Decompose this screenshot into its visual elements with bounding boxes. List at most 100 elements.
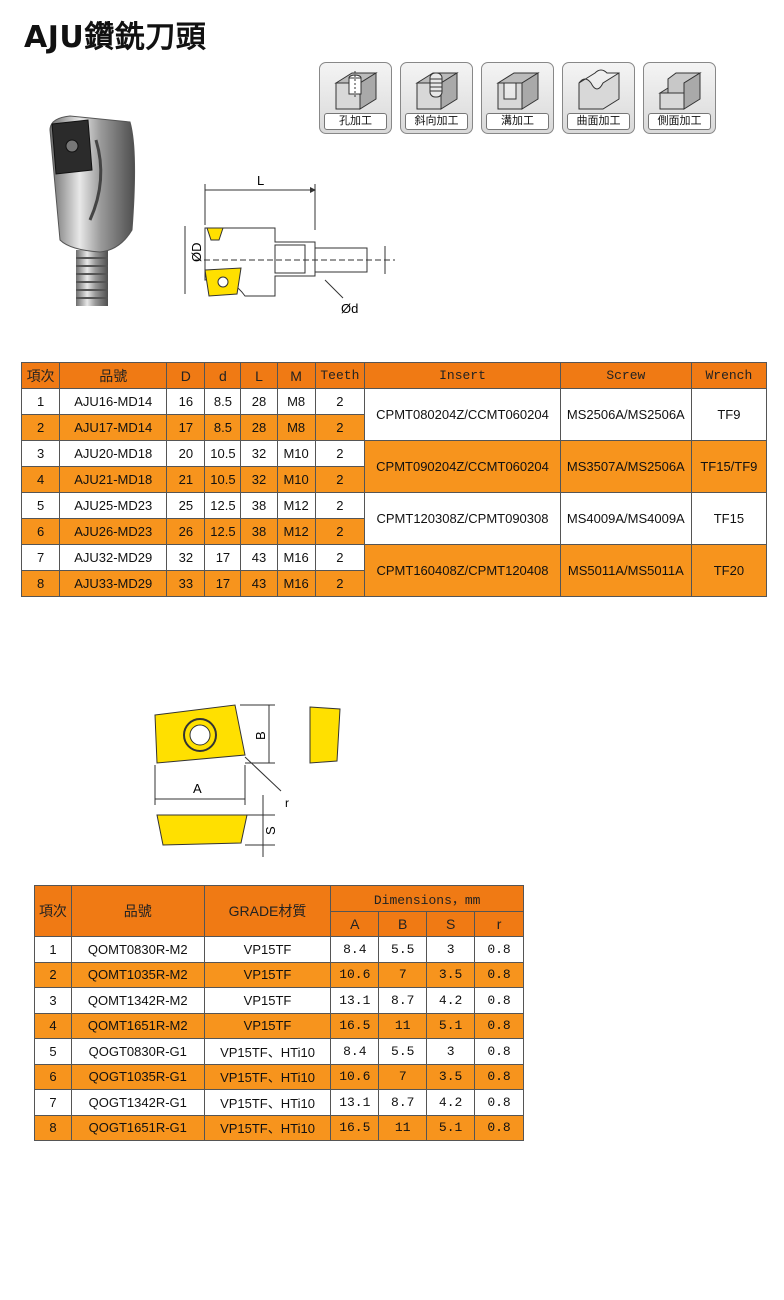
insert-cell: CPMT080204Z/CCMT060204 [364, 388, 561, 441]
cell: 0.8 [474, 1114, 524, 1141]
cell: QOGT1035R-G1 [70, 1063, 205, 1090]
cell: 25 [166, 492, 206, 519]
cell: 0.8 [474, 1038, 524, 1065]
cell: 8.7 [378, 987, 428, 1014]
insert-cell: CPMT120308Z/CPMT090308 [364, 492, 561, 545]
col-item: 項次 [34, 885, 72, 937]
cell: 0.8 [474, 1012, 524, 1039]
cell: 11 [378, 1114, 428, 1141]
cell: 11 [378, 1012, 428, 1039]
label-r: r [285, 796, 289, 810]
col-S: S [426, 910, 476, 937]
shoulder-machining-icon: 側面加工 [643, 62, 716, 134]
cell: 0.8 [474, 936, 524, 963]
cell: 8.5 [204, 414, 242, 441]
insert-dimension-diagram: B A r S [154, 704, 341, 857]
cell: 7 [20, 544, 61, 571]
op-label: 斜向加工 [405, 113, 468, 130]
col-item: 項次 [20, 362, 61, 389]
col-M: M [276, 362, 316, 389]
col-B: B [378, 910, 428, 937]
screw-cell: MS5011A/MS5011A [559, 544, 692, 597]
cell: M12 [276, 492, 316, 519]
cell: 7 [34, 1089, 72, 1116]
cell: M16 [276, 544, 316, 571]
cell: M16 [276, 570, 316, 597]
cell: 32 [166, 544, 206, 571]
screw-cell: MS4009A/MS4009A [559, 492, 692, 545]
op-label: 溝加工 [486, 113, 549, 130]
cell: 43 [240, 544, 278, 571]
cell: 0.8 [474, 1089, 524, 1116]
cell: 4 [20, 466, 61, 493]
table-row: 6 AJU26-MD23 26 12.5 38 M12 2 [20, 518, 767, 545]
col-r: r [474, 910, 524, 937]
cell: 32 [240, 466, 278, 493]
col-D: D [166, 362, 206, 389]
cell: AJU17-MD14 [59, 414, 168, 441]
col-L: L [240, 362, 278, 389]
cell: 3 [426, 1038, 476, 1065]
cell: QOGT1651R-G1 [70, 1114, 205, 1141]
col-A: A [330, 910, 380, 937]
cell: AJU16-MD14 [59, 388, 168, 415]
cell: VP15TF、HTi10 [203, 1114, 332, 1141]
cell: 12.5 [204, 518, 242, 545]
screw-cell: MS2506A/MS2506A [559, 388, 692, 441]
cell: AJU33-MD29 [59, 570, 168, 597]
table-row: 4 AJU21-MD18 21 10.5 32 M10 2 [20, 466, 767, 493]
cutter-photo [49, 115, 136, 306]
cell: 2 [314, 388, 366, 415]
cell: VP15TF [203, 987, 332, 1014]
cell: QOMT1035R-M2 [70, 961, 205, 988]
cell: AJU25-MD23 [59, 492, 168, 519]
cell: 21 [166, 466, 206, 493]
cell: 8.4 [330, 1038, 380, 1065]
col-wrench: Wrench [690, 362, 768, 389]
cutter-dimension-diagram: L ØD M Ød [184, 173, 395, 316]
cell: 38 [240, 492, 278, 519]
cell: 17 [204, 570, 242, 597]
table-row: 5 AJU25-MD23 25 12.5 38 M12 2 CPMT120308… [20, 492, 768, 545]
cell: 2 [314, 440, 366, 467]
cell: 3 [20, 440, 61, 467]
cell: 17 [166, 414, 206, 441]
insert-cell: CPMT160408Z/CPMT120408 [364, 544, 561, 597]
cell: AJU32-MD29 [59, 544, 168, 571]
table-row: 7 AJU32-MD29 32 17 43 M16 2 CPMT160408Z/… [20, 544, 768, 597]
cell: 16.5 [330, 1012, 380, 1039]
cell: M10 [276, 466, 316, 493]
wrench-cell: TF15 [690, 492, 768, 545]
label-L: L [257, 173, 264, 188]
table-header-row: 項次 品號 GRADE材質 Dimensions，mm [34, 885, 524, 937]
cell: 32 [240, 440, 278, 467]
col-part: 品號 [70, 885, 205, 937]
wrench-cell: TF20 [690, 544, 768, 597]
cell: VP15TF、HTi10 [203, 1089, 332, 1116]
col-teeth: Teeth [314, 362, 366, 389]
cell: 38 [240, 518, 278, 545]
cell: 0.8 [474, 987, 524, 1014]
cell: 8.4 [330, 936, 380, 963]
cell: 10.6 [330, 961, 380, 988]
cell: 2 [314, 466, 366, 493]
op-label: 孔加工 [324, 113, 387, 130]
cell: 3 [426, 936, 476, 963]
wrench-cell: TF9 [690, 388, 768, 441]
label-OD: ØD [189, 243, 204, 263]
cell: 2 [314, 570, 366, 597]
page-title: AJU鑽銑刀頭 [24, 20, 207, 55]
cell: 16.5 [330, 1114, 380, 1141]
cell: QOGT1342R-G1 [70, 1089, 205, 1116]
cell: VP15TF [203, 1012, 332, 1039]
cell: 28 [240, 388, 278, 415]
cell: 2 [314, 518, 366, 545]
cell: 0.8 [474, 961, 524, 988]
cell: M12 [276, 518, 316, 545]
label-S: S [263, 826, 278, 835]
cell: 1 [20, 388, 61, 415]
